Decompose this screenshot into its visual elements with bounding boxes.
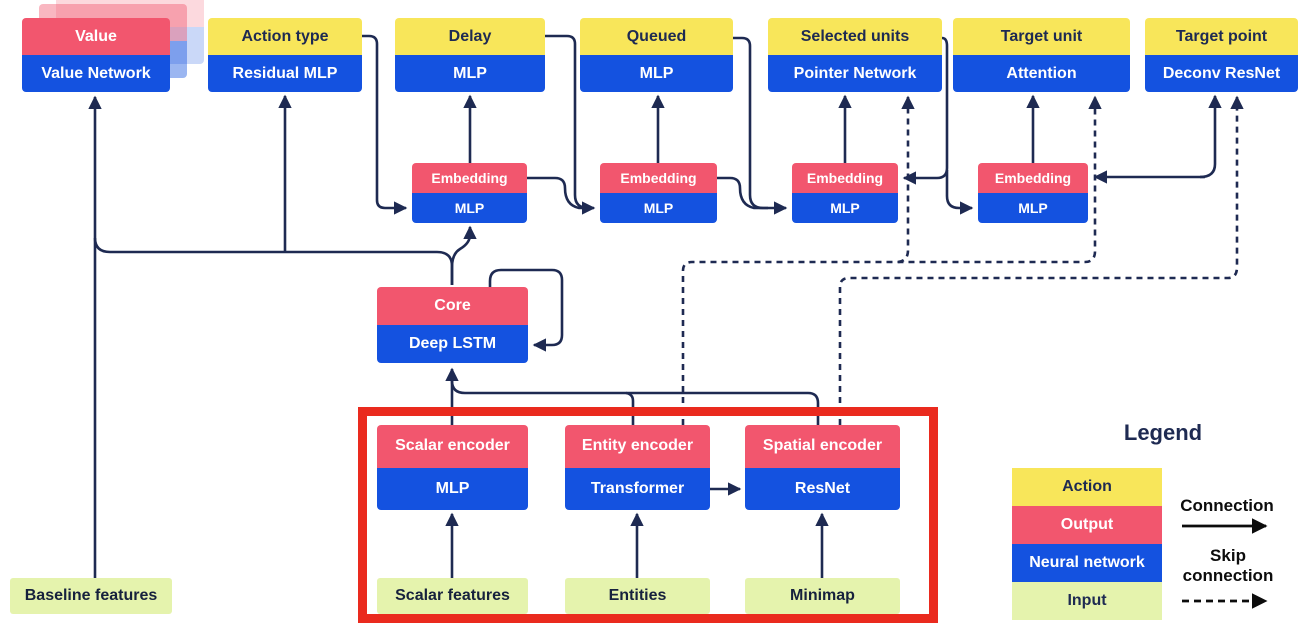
legend-title: Legend xyxy=(1123,420,1203,445)
wire-entityencoder-to-core xyxy=(625,391,635,425)
node-value: Value Value Network xyxy=(22,18,170,92)
wire-core-loop xyxy=(488,268,564,352)
legend-input-swatch: Input xyxy=(1012,582,1162,620)
wire-actiontype-to-embedding1 xyxy=(362,34,408,215)
embedding2-output-label: Embedding xyxy=(600,163,717,193)
queued-network-label: MLP xyxy=(580,55,733,92)
scalar-encoder-network-label: MLP xyxy=(377,467,528,510)
embedding4-output-label: Embedding xyxy=(978,163,1088,193)
node-spatial-encoder: Spatial encoder ResNet xyxy=(745,425,900,510)
wire-selectedunits-to-embedding4 xyxy=(945,170,974,215)
spatial-encoder-network-label: ResNet xyxy=(745,467,900,510)
queued-label: Queued xyxy=(580,18,733,55)
wire-core-to-left xyxy=(93,237,454,285)
legend-action-swatch: Action xyxy=(1012,468,1162,506)
embedding4-network-label: MLP xyxy=(978,193,1088,223)
node-scalar-encoder: Scalar encoder MLP xyxy=(377,425,528,510)
node-target-point: Target point Deconv ResNet xyxy=(1145,18,1298,92)
target-unit-network-label: Attention xyxy=(953,55,1130,92)
entity-encoder-network-label: Transformer xyxy=(565,467,710,510)
target-point-label: Target point xyxy=(1145,18,1298,55)
node-entity-encoder: Entity encoder Transformer xyxy=(565,425,710,510)
delay-network-label: MLP xyxy=(395,55,545,92)
node-embedding-1: Embedding MLP xyxy=(412,163,527,223)
wire-spatialencoder-to-core xyxy=(450,372,820,425)
action-type-network-label: Residual MLP xyxy=(208,55,362,92)
input-baseline-features: Baseline features xyxy=(10,578,172,614)
selected-units-label: Selected units xyxy=(768,18,942,55)
node-embedding-3: Embedding MLP xyxy=(792,163,898,223)
node-embedding-2: Embedding MLP xyxy=(600,163,717,223)
node-selected-units: Selected units Pointer Network xyxy=(768,18,942,92)
input-entities: Entities xyxy=(565,578,710,614)
wire-selectedunits-to-embedding3 xyxy=(902,36,949,185)
action-type-label: Action type xyxy=(208,18,362,55)
core-network-label: Deep LSTM xyxy=(377,325,528,363)
node-action-type: Action type Residual MLP xyxy=(208,18,362,92)
embedding3-output-label: Embedding xyxy=(792,163,898,193)
selected-units-network-label: Pointer Network xyxy=(768,55,942,92)
skip-spatial-to-targetpoint xyxy=(838,95,1244,425)
legend-output-swatch: Output xyxy=(1012,506,1162,544)
target-point-network-label: Deconv ResNet xyxy=(1145,55,1298,92)
value-output-label: Value xyxy=(22,18,170,55)
delay-label: Delay xyxy=(395,18,545,55)
legend-swatches: Action Output Neural network Input xyxy=(1012,468,1162,620)
node-core: Core Deep LSTM xyxy=(377,287,528,363)
legend-skip-connection-label: Skip connection xyxy=(1182,546,1274,586)
input-minimap: Minimap xyxy=(745,578,900,614)
core-label: Core xyxy=(377,287,528,325)
spatial-encoder-label: Spatial encoder xyxy=(745,425,900,468)
wire-to-targetpoint xyxy=(1199,94,1222,179)
embedding1-network-label: MLP xyxy=(412,193,527,223)
input-scalar-features: Scalar features xyxy=(377,578,528,614)
legend-network-swatch: Neural network xyxy=(1012,544,1162,582)
target-unit-label: Target unit xyxy=(953,18,1130,55)
node-delay: Delay MLP xyxy=(395,18,545,92)
embedding3-network-label: MLP xyxy=(792,193,898,223)
entity-encoder-label: Entity encoder xyxy=(565,425,710,468)
wire-core-to-embedding1 xyxy=(450,225,477,285)
skip-entity-to-targetunit xyxy=(681,95,1102,425)
wire-embedding1-to-embedding2 xyxy=(527,176,590,210)
wire-embedding2-to-embedding3 xyxy=(717,176,768,210)
embedding2-network-label: MLP xyxy=(600,193,717,223)
legend-connection-label: Connection xyxy=(1180,496,1274,515)
embedding1-output-label: Embedding xyxy=(412,163,527,193)
skip-entity-to-selectedunits xyxy=(897,95,915,264)
node-target-unit: Target unit Attention xyxy=(953,18,1130,92)
node-queued: Queued MLP xyxy=(580,18,733,92)
scalar-encoder-label: Scalar encoder xyxy=(377,425,528,468)
value-network-label: Value Network xyxy=(22,55,170,92)
node-embedding-4: Embedding MLP xyxy=(978,163,1088,223)
